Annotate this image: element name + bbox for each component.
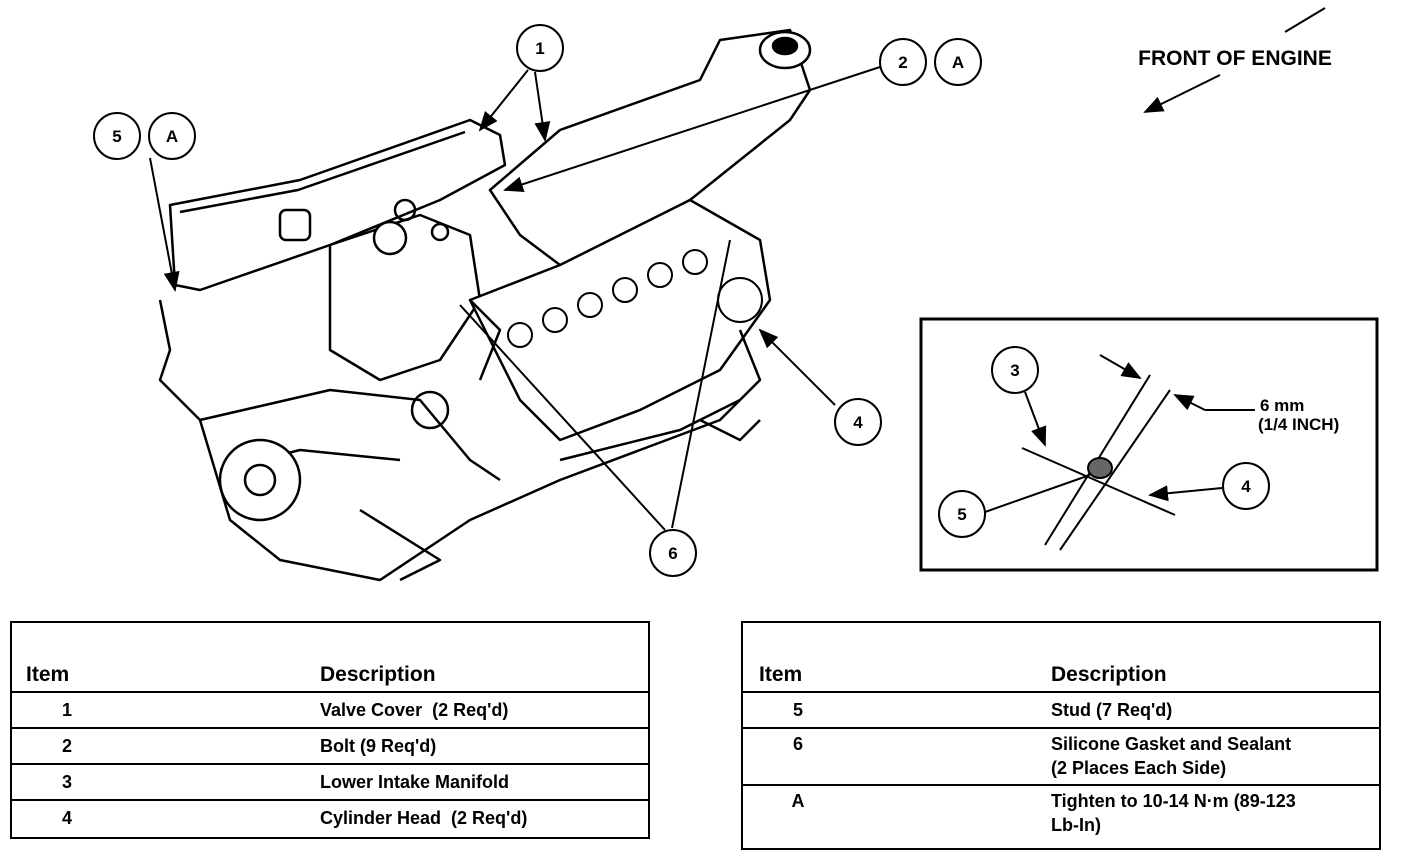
engine-illustration xyxy=(158,28,812,582)
callout-5-a: A xyxy=(148,112,196,160)
svg-text:1: 1 xyxy=(535,39,544,58)
table-row: 3 Lower Intake Manifold xyxy=(12,765,648,801)
table-row: 5 Stud (7 Req'd) xyxy=(743,693,1379,729)
row-description: Valve Cover (2 Req'd) xyxy=(320,700,509,720)
detail-measure-imperial-label: (1/4 INCH) xyxy=(1258,415,1339,434)
detail-measure-label: 6 mm xyxy=(1260,396,1304,415)
front-of-engine-label: FRONT OF ENGINE xyxy=(1138,47,1332,70)
callout-6: 6 xyxy=(649,529,697,577)
detail-inset xyxy=(919,317,1379,572)
row-item: 3 xyxy=(61,772,72,792)
table-row: 6 Silicone Gasket and Sealant (2 Places … xyxy=(743,729,1379,786)
row-description: Cylinder Head (2 Req'd) xyxy=(320,808,528,828)
header-description: Description xyxy=(320,663,436,686)
svg-text:5: 5 xyxy=(112,127,121,146)
row-item: A xyxy=(791,791,805,811)
row-description: Lower Intake Manifold xyxy=(320,772,510,792)
parts-table-left: Item Description 1 Valve Cover (2 Req'd)… xyxy=(10,621,650,839)
table-header: Item Description xyxy=(12,623,648,693)
svg-text:2: 2 xyxy=(898,53,907,72)
svg-text:6: 6 xyxy=(668,544,677,563)
parts-table-right: Item Description 5 Stud (7 Req'd) 6 Sili… xyxy=(741,621,1381,850)
row-description-line-2: Lb-In) xyxy=(1051,815,1101,835)
detail-callout-3: 3 xyxy=(991,346,1039,394)
row-item: 5 xyxy=(792,700,803,720)
table-header: Item Description xyxy=(743,623,1379,693)
svg-text:3: 3 xyxy=(1010,361,1019,380)
row-description-line-1: Tighten to 10-14 N·m (89-123 xyxy=(1051,791,1296,811)
callout-2-a: A xyxy=(934,38,982,86)
row-item: 1 xyxy=(61,700,72,720)
table-row: 1 Valve Cover (2 Req'd) xyxy=(12,693,648,729)
callout-1: 1 xyxy=(516,24,564,72)
table-row: 2 Bolt (9 Req'd) xyxy=(12,729,648,765)
detail-callout-4: 4 xyxy=(1222,462,1270,510)
svg-text:5: 5 xyxy=(957,505,966,524)
svg-text:A: A xyxy=(952,53,964,72)
front-arrow xyxy=(1143,7,1326,113)
row-description-line-1: Silicone Gasket and Sealant xyxy=(1051,734,1292,754)
callout-2: 2 xyxy=(879,38,927,86)
callout-5: 5 xyxy=(93,112,141,160)
leader-lines xyxy=(149,66,881,531)
row-description: Stud (7 Req'd) xyxy=(1051,700,1173,720)
callout-4: 4 xyxy=(834,398,882,446)
table-row: 4 Cylinder Head (2 Req'd) xyxy=(12,801,648,837)
svg-text:A: A xyxy=(166,127,178,146)
row-description: Bolt (9 Req'd) xyxy=(320,736,437,756)
row-item: 4 xyxy=(61,808,72,828)
svg-text:4: 4 xyxy=(1241,477,1251,496)
row-item: 6 xyxy=(792,734,803,754)
table-row: A Tighten to 10-14 N·m (89-123 Lb-In) xyxy=(743,786,1379,848)
row-description-line-2: (2 Places Each Side) xyxy=(1051,758,1227,778)
header-item: Item xyxy=(26,663,70,686)
header-description: Description xyxy=(1051,663,1167,686)
row-item: 2 xyxy=(61,736,72,756)
header-item: Item xyxy=(759,663,803,686)
svg-text:4: 4 xyxy=(853,413,863,432)
detail-callout-5: 5 xyxy=(938,490,986,538)
